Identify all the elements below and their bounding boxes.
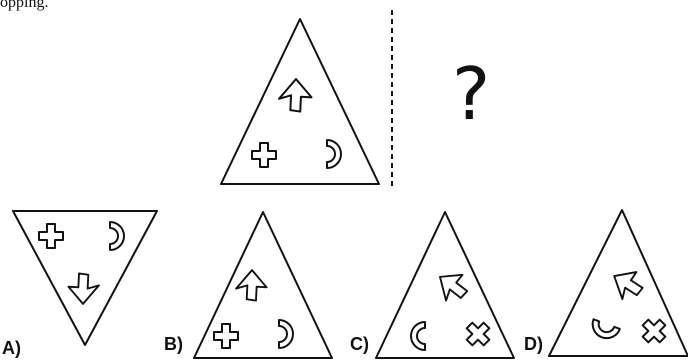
option-a-figure <box>12 210 158 346</box>
header-partial-text: opping. <box>0 0 49 11</box>
option-c-label[interactable]: C) <box>350 334 369 354</box>
option-d-label[interactable]: D) <box>524 334 543 354</box>
main-triangle <box>220 18 380 185</box>
option-b-label[interactable]: B) <box>164 334 183 354</box>
option-b-figure <box>193 211 333 359</box>
question-mark: ? <box>452 52 491 136</box>
option-c-figure <box>375 211 515 359</box>
option-a-label[interactable]: A) <box>2 338 21 358</box>
option-d-figure <box>548 209 688 357</box>
